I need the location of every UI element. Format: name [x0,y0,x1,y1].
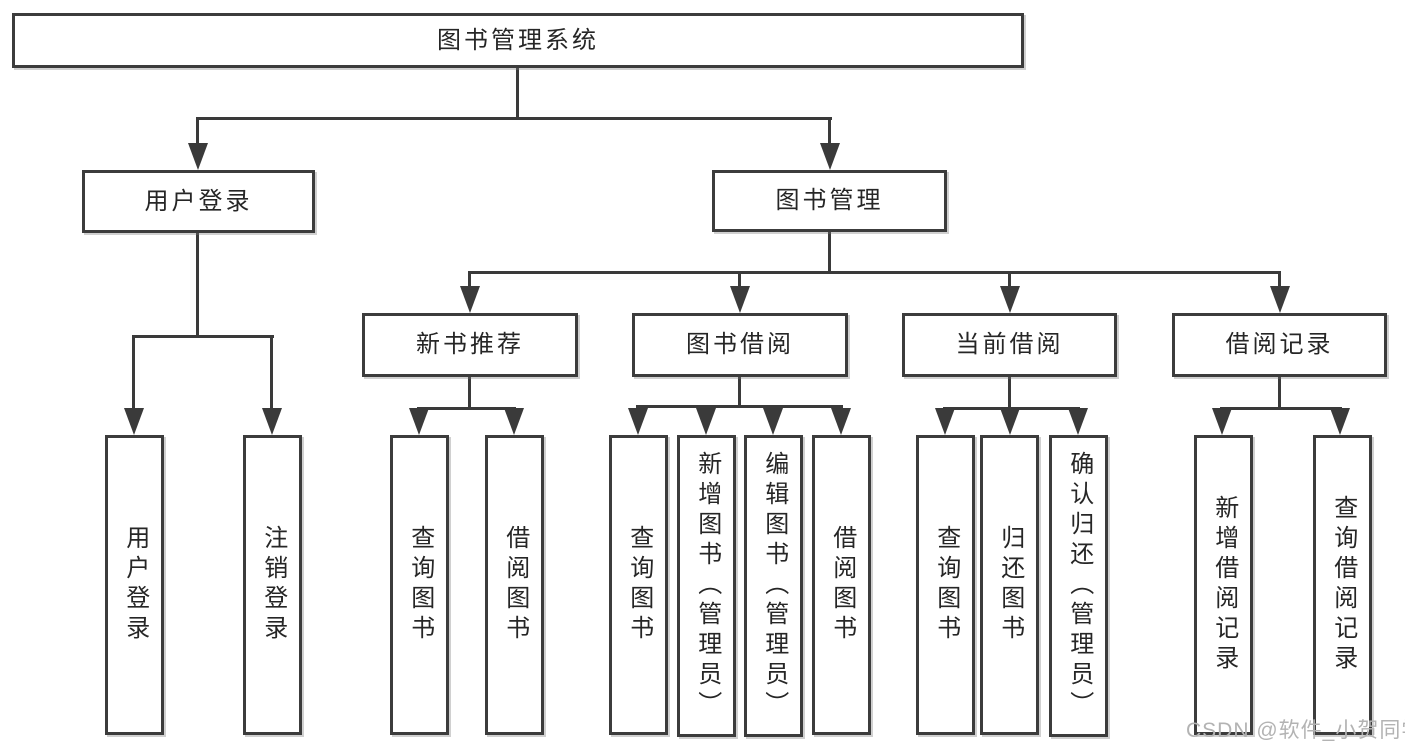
connector-drop-login [132,335,135,415]
node-br-query-record: 查询借阅记录 [1313,435,1372,735]
arrow-down-icon [763,408,783,435]
node-system-label: 图书管理系统 [437,26,599,54]
node-borrow-records: 借阅记录 [1172,313,1387,377]
node-new-book-rec-label: 新书推荐 [416,331,524,358]
arrow-down-icon [188,143,208,170]
arrow-down-icon [935,408,955,435]
node-system: 图书管理系统 [12,13,1024,68]
connector-book-borrow-stem [738,377,741,407]
node-cb-return-book: 归还图书 [980,435,1039,735]
arrow-down-icon [696,408,716,435]
arrow-down-icon [1270,286,1290,313]
node-cb-query-books-label: 查询图书 [932,525,960,645]
connector-user-login-stem [196,233,199,337]
connector-drop-borrow-records [1278,271,1281,291]
node-nb-borrow-books-label: 借阅图书 [501,525,529,645]
connector-drop-logout [270,335,273,415]
connector-user-login-bus [132,335,274,338]
arrow-down-icon [504,408,524,435]
node-current-borrow: 当前借阅 [902,313,1117,377]
node-br-query-record-label: 查询借阅记录 [1329,495,1357,675]
node-logout: 注销登录 [243,435,302,735]
connector-book-borrow-bus [636,405,843,408]
csdn-watermark: CSDN @软件_小贺同学 [1186,719,1405,742]
connector-drop-user-login [196,117,199,149]
node-bb-query-books-label: 查询图书 [625,525,653,645]
arrow-down-icon [409,408,429,435]
arrow-down-icon [628,408,648,435]
arrow-down-icon [1330,408,1350,435]
arrow-down-icon [124,408,144,435]
node-cb-confirm-return-label: 确认归还（管理员） [1065,451,1093,721]
node-current-borrow-label: 当前借阅 [955,331,1064,358]
node-bb-add-book: 新增图书（管理员） [677,435,736,737]
node-bb-borrow-books: 借阅图书 [812,435,871,735]
node-user-login-label: 用户登录 [144,187,253,215]
arrow-down-icon [831,408,851,435]
connector-drop-new-book-rec [468,271,471,291]
arrow-down-icon [262,408,282,435]
node-logout-label: 注销登录 [259,525,287,645]
node-book-borrow: 图书借阅 [632,313,848,377]
connector-book-mgmt-bus [468,271,1281,274]
connector-current-borrow-stem [1008,377,1011,409]
connector-root-stem [516,68,519,118]
node-book-borrow-label: 图书借阅 [686,331,794,358]
connector-drop-current-borrow [1008,271,1011,291]
node-bb-add-book-label: 新增图书（管理员） [693,451,721,721]
node-book-mgmt: 图书管理 [712,170,947,232]
node-login-label: 用户登录 [121,525,149,645]
arrow-down-icon [1000,286,1020,313]
connector-new-book-rec-bus [417,407,516,410]
node-login: 用户登录 [105,435,164,735]
arrow-down-icon [1068,408,1088,435]
node-nb-borrow-books: 借阅图书 [485,435,544,735]
node-nb-query-books: 查询图书 [390,435,449,735]
node-bb-borrow-books-label: 借阅图书 [828,525,856,645]
arrow-down-icon [460,286,480,313]
node-nb-query-books-label: 查询图书 [406,525,434,645]
node-book-mgmt-label: 图书管理 [775,187,884,214]
node-cb-confirm-return: 确认归还（管理员） [1049,435,1108,737]
node-bb-edit-book: 编辑图书（管理员） [744,435,803,737]
arrow-down-icon [730,286,750,313]
node-br-add-record: 新增借阅记录 [1194,435,1253,735]
node-br-add-record-label: 新增借阅记录 [1210,495,1238,675]
connector-borrow-records-bus [1220,407,1342,410]
connector-drop-book-mgmt [828,117,831,149]
connector-borrow-records-stem [1278,377,1281,409]
node-cb-return-book-label: 归还图书 [996,525,1024,645]
node-bb-query-books: 查询图书 [609,435,668,735]
arrow-down-icon [820,143,840,170]
node-user-login: 用户登录 [82,170,315,233]
node-cb-query-books: 查询图书 [916,435,975,735]
node-borrow-records-label: 借阅记录 [1225,331,1334,358]
node-new-book-rec: 新书推荐 [362,313,578,377]
node-bb-edit-book-label: 编辑图书（管理员） [760,451,788,721]
arrow-down-icon [1212,408,1232,435]
connector-drop-book-borrow [738,271,741,291]
connector-book-mgmt-stem [828,232,831,273]
connector-new-book-rec-stem [468,377,471,409]
arrow-down-icon [1000,408,1020,435]
connector-root-bus [196,117,832,120]
